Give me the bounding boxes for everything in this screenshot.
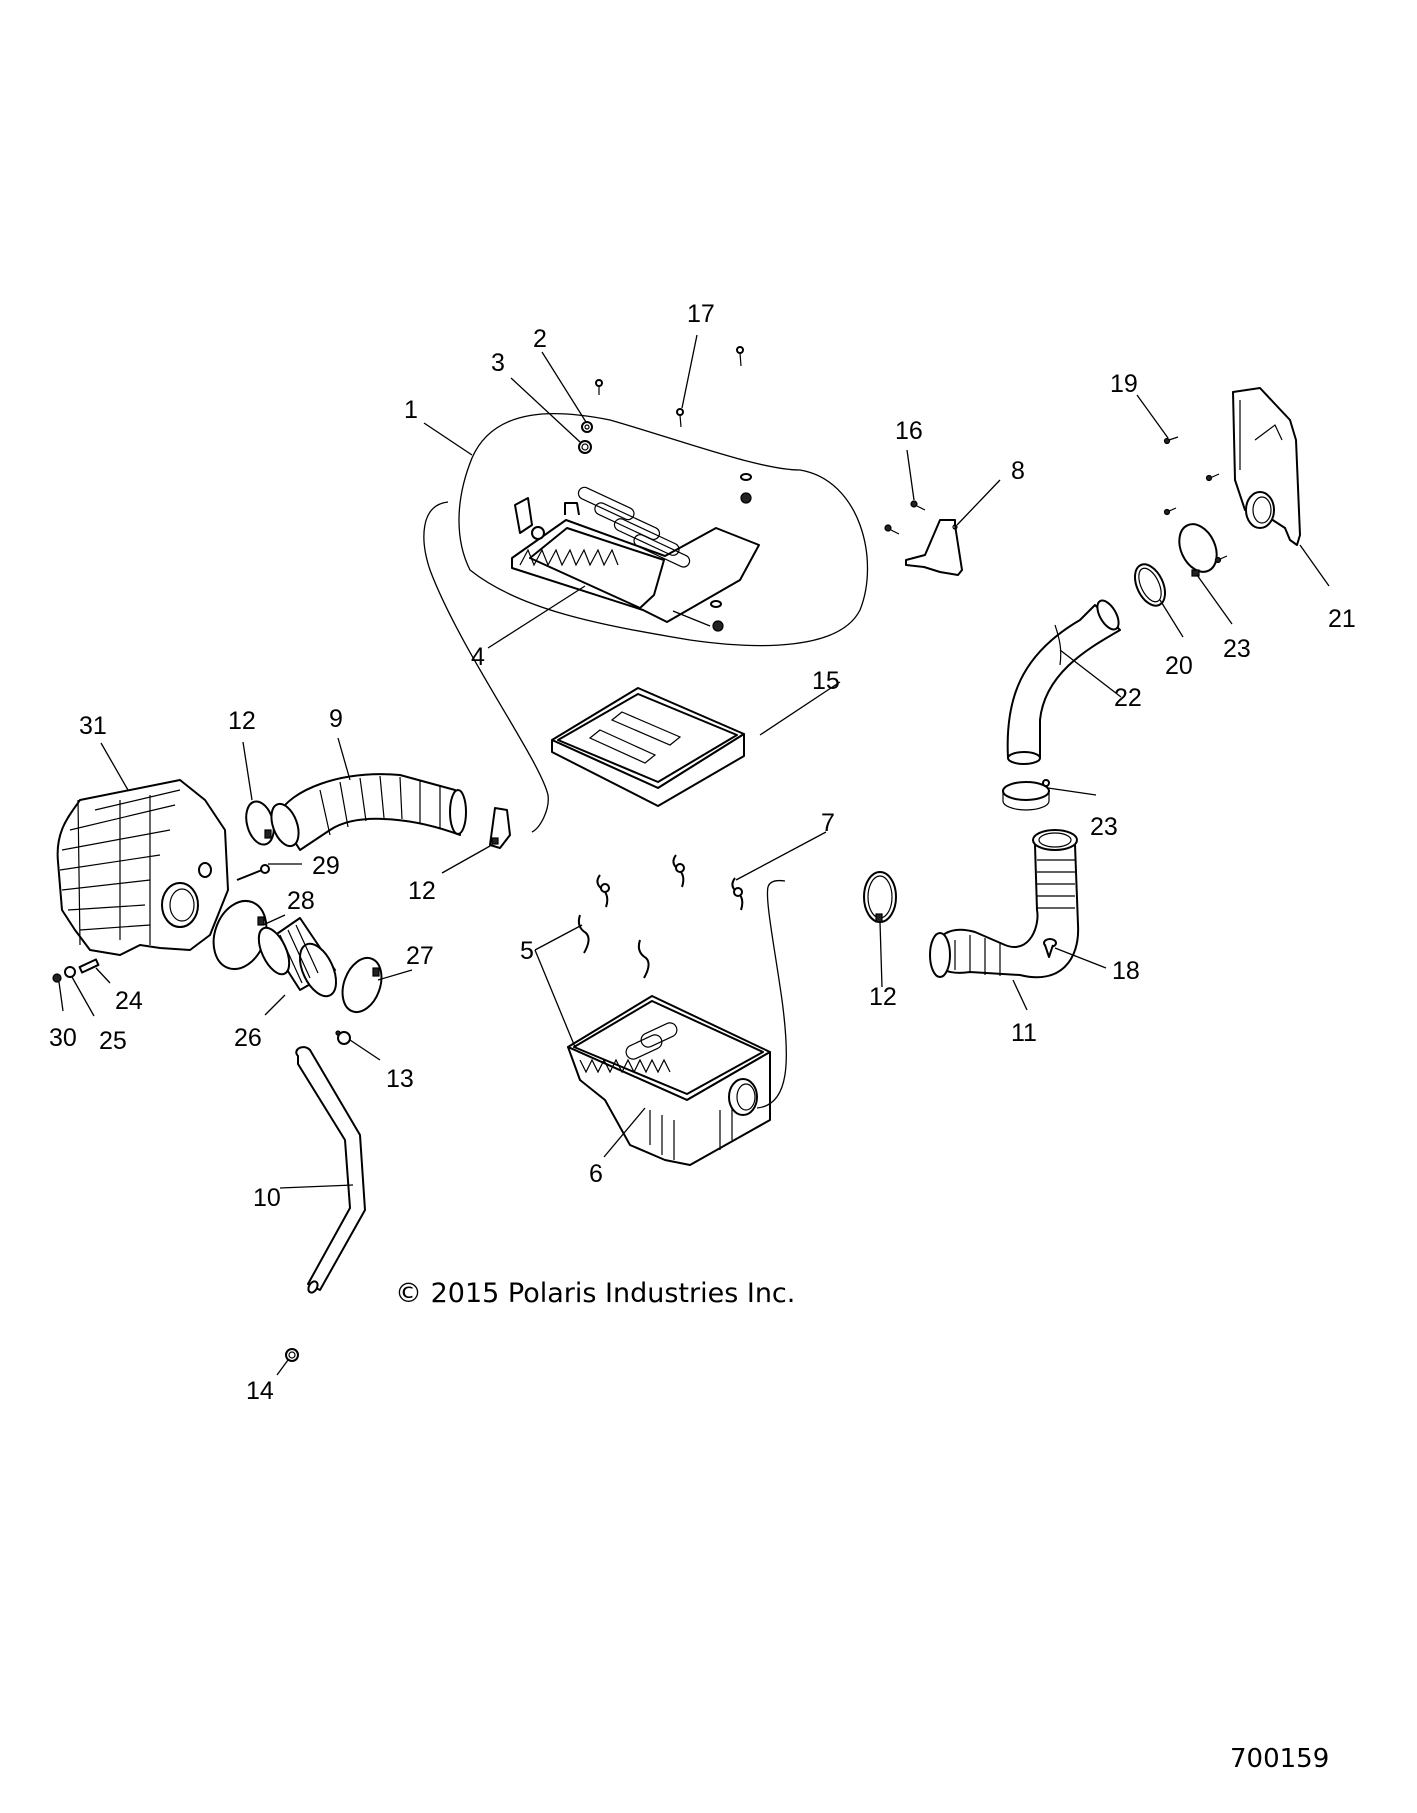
cover-assembly bbox=[458, 346, 869, 647]
callout-1: 1 bbox=[404, 396, 418, 424]
callout-25: 25 bbox=[99, 1027, 127, 1055]
grommet-right-2 bbox=[710, 600, 722, 608]
callout-26: 26 bbox=[234, 1024, 262, 1052]
clamp-23-upper bbox=[1178, 523, 1218, 577]
callout-6: 6 bbox=[589, 1160, 603, 1188]
figure-number: 700159 bbox=[1230, 1744, 1329, 1774]
intake-snorkel-housing bbox=[1232, 387, 1301, 546]
callout-27: 27 bbox=[406, 942, 434, 970]
callout-14: 14 bbox=[246, 1377, 274, 1405]
assembly-link-curve-left bbox=[423, 501, 549, 833]
clamp-23-lower bbox=[1002, 779, 1050, 811]
clamp-13 bbox=[335, 1030, 351, 1045]
clip-5b bbox=[637, 939, 650, 979]
callout-29: 29 bbox=[312, 852, 340, 880]
callout-2: 2 bbox=[533, 325, 547, 353]
callout-labels: 1 2 3 4 5 6 7 8 9 10 11 12 12 12 13 14 1… bbox=[49, 300, 1356, 1405]
callout-10: 10 bbox=[253, 1184, 281, 1212]
grommet-right-1 bbox=[740, 473, 752, 481]
air-box-base bbox=[567, 995, 771, 1166]
fasteners-24-25-30 bbox=[52, 958, 100, 983]
clamp-12-center bbox=[863, 871, 897, 923]
nut-right-2 bbox=[712, 620, 724, 632]
leader-lines bbox=[58, 334, 1330, 1376]
plug-18 bbox=[1043, 938, 1057, 958]
air-box-cover bbox=[511, 486, 760, 623]
assembly-boundary-outline bbox=[458, 412, 869, 647]
breather-tube-10 bbox=[295, 1046, 366, 1294]
callout-12-center: 12 bbox=[869, 983, 897, 1011]
screws-19 bbox=[1163, 436, 1228, 564]
callout-19: 19 bbox=[1110, 370, 1138, 398]
callout-7: 7 bbox=[821, 809, 835, 837]
air-filter bbox=[551, 687, 745, 807]
intake-hose-9 bbox=[270, 773, 467, 851]
clamp-14 bbox=[285, 1348, 299, 1362]
callout-5: 5 bbox=[520, 937, 534, 965]
clips bbox=[577, 854, 744, 979]
callout-4: 4 bbox=[471, 643, 485, 671]
callout-30: 30 bbox=[49, 1024, 77, 1052]
copyright-notice: © 2015 Polaris Industries Inc. bbox=[395, 1278, 795, 1309]
callout-17: 17 bbox=[687, 300, 715, 328]
air-cleaner-housing bbox=[56, 779, 229, 956]
bolt-29 bbox=[236, 864, 270, 881]
intake-duct-elbow bbox=[929, 829, 1080, 979]
callout-12-right: 12 bbox=[408, 877, 436, 905]
bracket-8 bbox=[905, 519, 963, 576]
callout-21: 21 bbox=[1328, 605, 1356, 633]
callout-24: 24 bbox=[115, 987, 143, 1015]
hose-elbow-upper bbox=[1006, 599, 1121, 765]
callout-20: 20 bbox=[1165, 652, 1193, 680]
screws-16 bbox=[884, 500, 926, 535]
callout-8: 8 bbox=[1011, 457, 1025, 485]
callout-23-upper: 23 bbox=[1223, 635, 1251, 663]
screw-17a bbox=[676, 408, 684, 428]
nut-3 bbox=[578, 440, 592, 454]
callout-22: 22 bbox=[1114, 684, 1142, 712]
callout-18: 18 bbox=[1112, 957, 1140, 985]
nut-right-1 bbox=[740, 492, 752, 504]
grommet-2 bbox=[581, 421, 593, 433]
callout-16: 16 bbox=[895, 417, 923, 445]
callout-9: 9 bbox=[329, 705, 343, 733]
callout-11: 11 bbox=[1011, 1019, 1037, 1047]
callout-28: 28 bbox=[287, 887, 315, 915]
assembly-link-curve-right bbox=[756, 879, 788, 1109]
callout-3: 3 bbox=[491, 349, 505, 377]
callout-13: 13 bbox=[386, 1065, 414, 1093]
callout-23-lower: 23 bbox=[1090, 813, 1118, 841]
screw-17b bbox=[736, 346, 744, 367]
ring-20 bbox=[1133, 563, 1167, 607]
boot-26 bbox=[257, 917, 338, 998]
clip-5a bbox=[577, 914, 590, 954]
callout-12-left: 12 bbox=[228, 707, 256, 735]
clamp-27 bbox=[341, 956, 383, 1014]
clamp-12-right bbox=[489, 807, 511, 849]
callout-15: 15 bbox=[812, 667, 840, 695]
callout-31: 31 bbox=[79, 712, 107, 740]
screw-17c bbox=[595, 379, 603, 395]
